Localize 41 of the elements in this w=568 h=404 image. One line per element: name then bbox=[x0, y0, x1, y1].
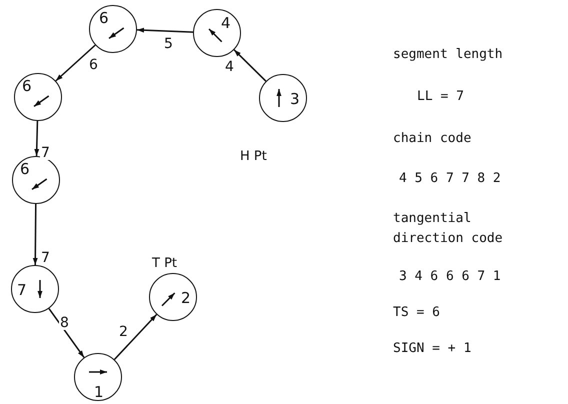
annotation-text: segment length bbox=[393, 48, 503, 62]
edge-label: 5 bbox=[163, 37, 174, 51]
arrow bbox=[234, 49, 266, 82]
arrow bbox=[136, 28, 194, 33]
code-digit: 6 bbox=[22, 79, 32, 94]
edge-label: 2 bbox=[118, 325, 129, 339]
code-digit: 6 bbox=[99, 11, 109, 26]
annotation-text: 3 4 6 6 6 7 1 bbox=[399, 270, 501, 284]
arrow bbox=[55, 44, 96, 82]
annotation-text: LL = 7 bbox=[417, 90, 464, 104]
point-label: H Pt bbox=[240, 150, 267, 163]
circle-node bbox=[12, 156, 60, 204]
circle-node bbox=[149, 273, 197, 321]
arrow bbox=[32, 204, 38, 265]
code-digit: 4 bbox=[221, 16, 231, 31]
annotation-text: chain code bbox=[393, 132, 472, 146]
arrow bbox=[48, 308, 85, 358]
code-digit: 6 bbox=[20, 162, 30, 177]
arrow bbox=[114, 314, 158, 360]
annotation-text: SIGN = + 1 bbox=[393, 342, 472, 356]
annotation-text: tangential bbox=[393, 212, 472, 226]
circle-node bbox=[11, 265, 59, 313]
circle-node bbox=[259, 74, 307, 122]
annotation-text: direction code bbox=[393, 232, 503, 246]
code-digit: 2 bbox=[181, 291, 191, 306]
code-digit: 1 bbox=[94, 385, 104, 400]
circle-node bbox=[89, 5, 137, 53]
code-digit: 7 bbox=[17, 283, 27, 298]
circle-node bbox=[193, 9, 241, 57]
code-digit: 3 bbox=[290, 92, 300, 107]
edge-label: 4 bbox=[224, 60, 235, 74]
annotation-text: TS = 6 bbox=[393, 306, 440, 320]
annotation-text: 4 5 6 7 7 8 2 bbox=[399, 172, 501, 186]
circle-node bbox=[74, 353, 122, 401]
edge-label: 6 bbox=[88, 58, 99, 72]
edge-label: 7 bbox=[40, 251, 51, 265]
circle-node bbox=[14, 73, 62, 121]
edge-label: 8 bbox=[59, 316, 70, 330]
edge-label: 7 bbox=[40, 146, 51, 160]
arrow bbox=[34, 120, 40, 156]
point-label: T Pt bbox=[152, 257, 178, 270]
